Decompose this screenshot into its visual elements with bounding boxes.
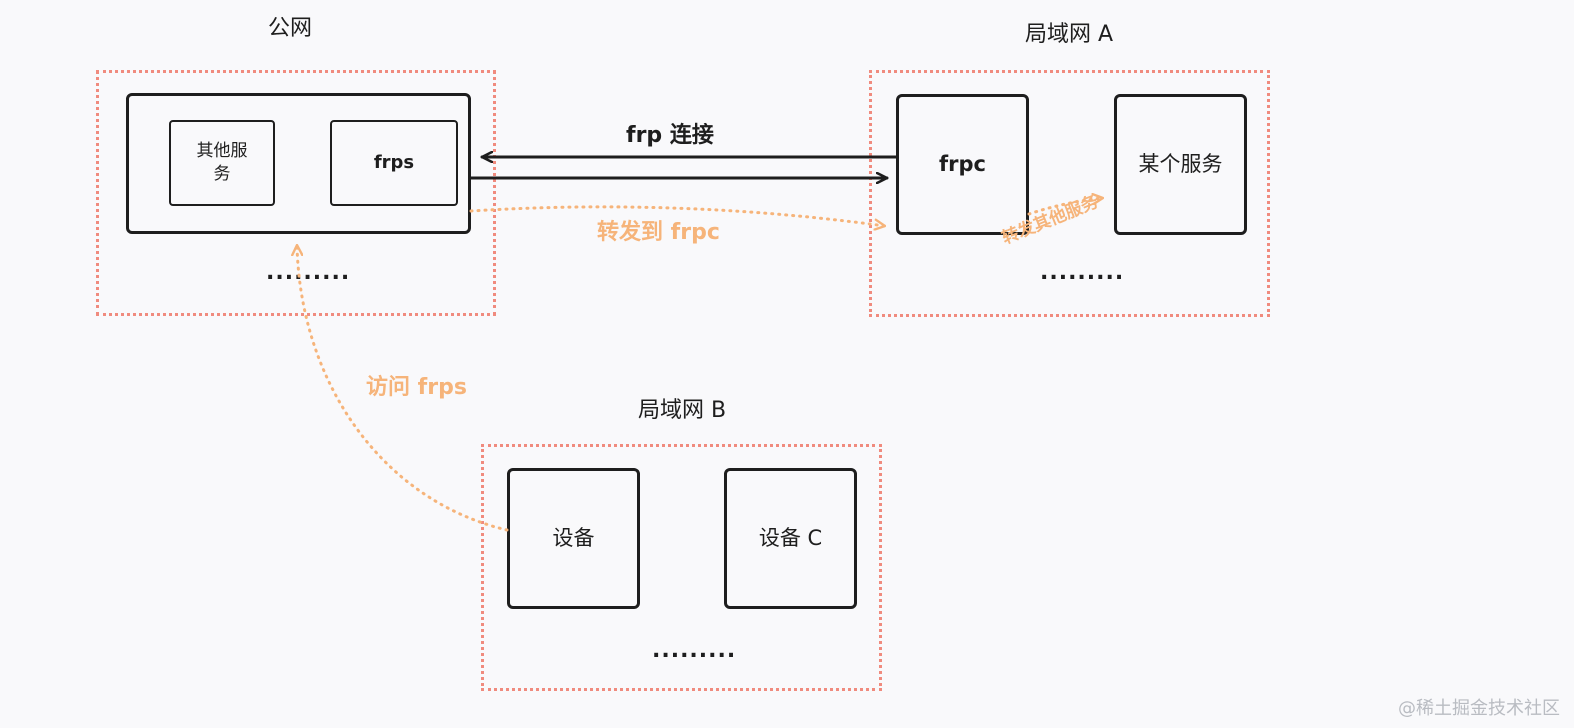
device-c-label: 设备 C: [758, 526, 823, 551]
device-c-node: 设备 C: [724, 468, 857, 609]
frpc-label: frpc: [939, 152, 986, 177]
lan-a-more-indicator: .........: [1040, 260, 1125, 285]
lan-b-more-indicator: .........: [652, 638, 737, 663]
some-service-label: 某个服务: [1138, 152, 1223, 177]
watermark-text: @稀土掘金技术社区: [1398, 698, 1560, 719]
device-node: 设备: [507, 468, 640, 609]
frp-connection-text: frp 连接: [626, 123, 714, 148]
forward-other-services-arrow: [1027, 198, 1105, 216]
lan-b-region: [481, 444, 882, 691]
other-services-node: 其他服务: [169, 120, 275, 206]
lan-a-region: [869, 70, 1270, 317]
some-service-node: 某个服务: [1114, 94, 1247, 235]
frpc-node: frpc: [896, 94, 1029, 235]
public-region: [96, 70, 496, 316]
forward-to-frpc-label: 转发到 frpc: [597, 220, 720, 245]
lan-a-region-title: 局域网 A: [1025, 22, 1114, 47]
public-region-title: 公网: [268, 16, 313, 41]
frps-node: frps: [330, 120, 458, 206]
frps-label: frps: [373, 151, 415, 173]
device-label: 设备: [552, 526, 595, 551]
access-frps-label: 访问 frps: [366, 375, 467, 400]
lan-b-region-title: 局域网 B: [638, 398, 727, 423]
forward-to-frpc-arrow: [469, 205, 887, 226]
public-server-box: [126, 93, 471, 234]
other-services-label: 其他服务: [196, 141, 248, 184]
frp-connection-label: frp 连接: [626, 125, 714, 147]
public-more-indicator: .........: [266, 260, 351, 285]
